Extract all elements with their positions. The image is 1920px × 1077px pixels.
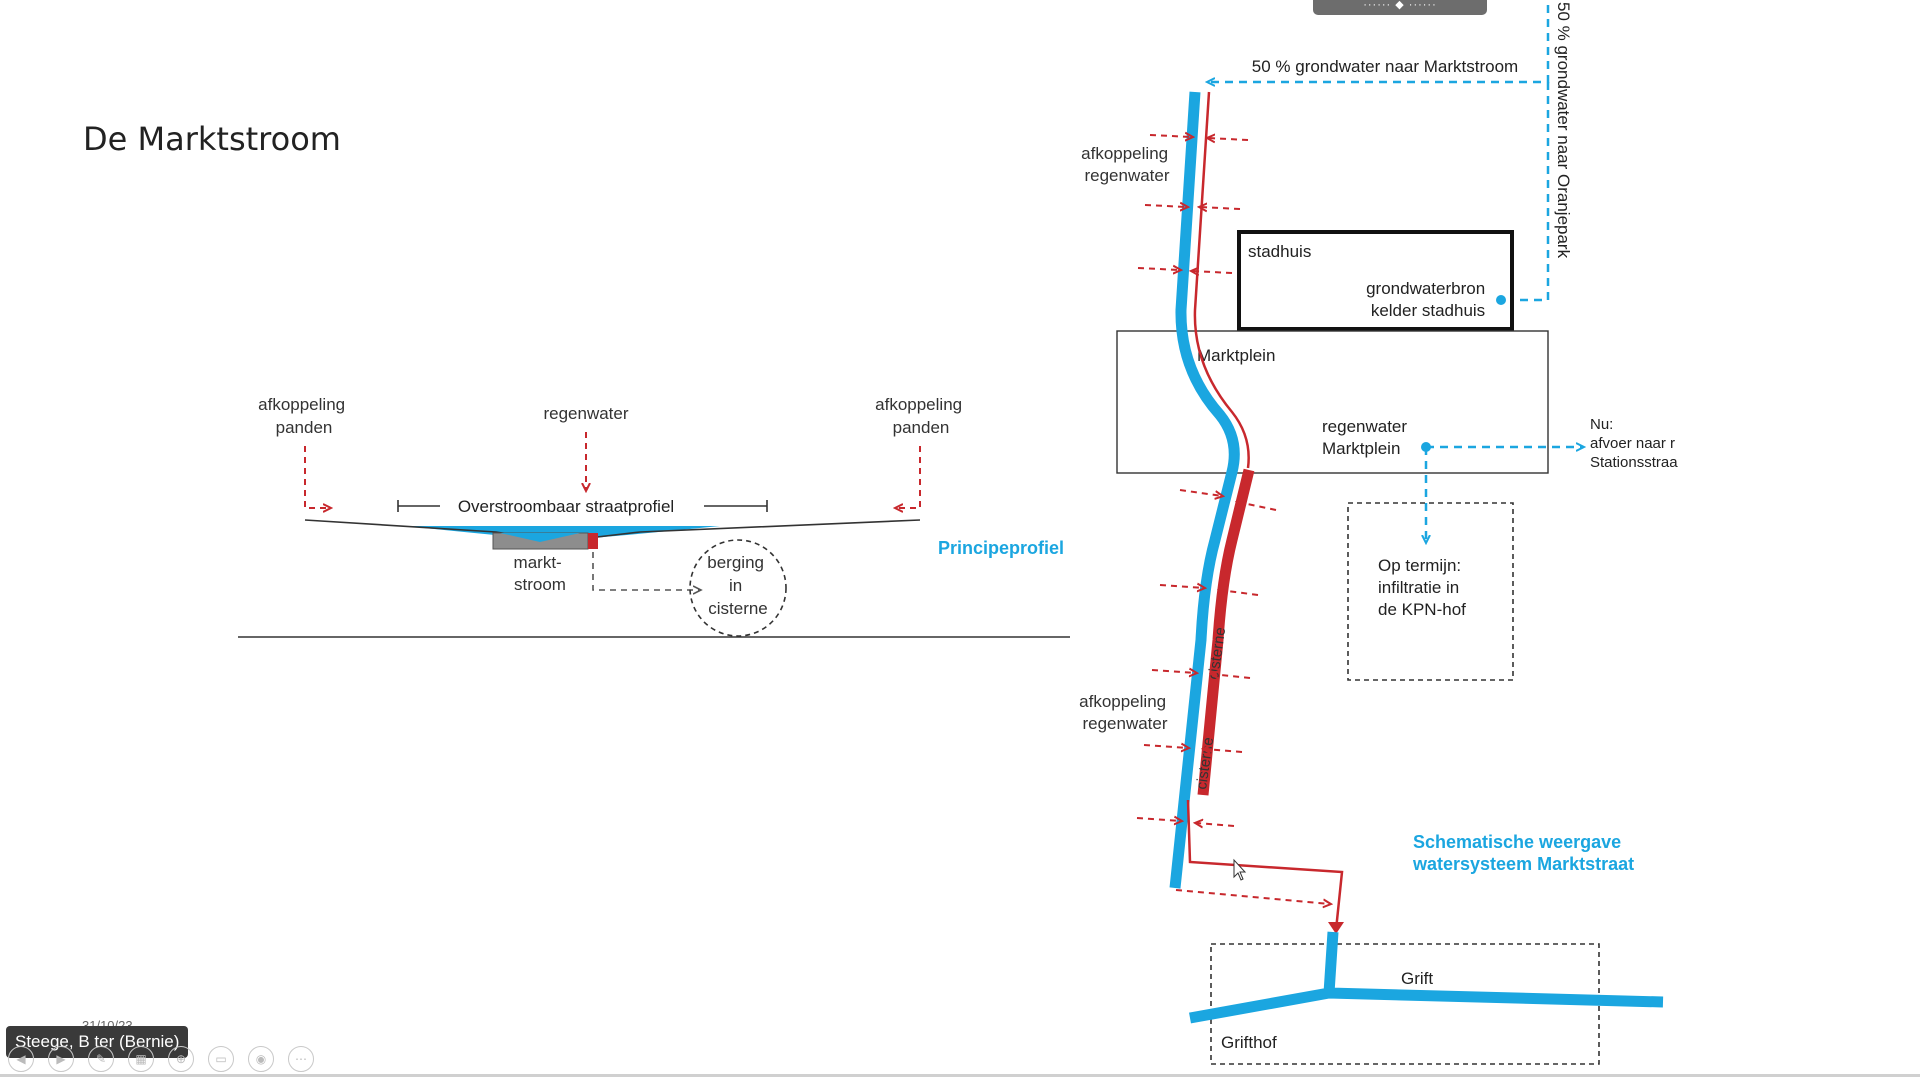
label-nu: Nu: afvoer naar r Stationsstraa — [1590, 416, 1679, 471]
label-groundwater-vertical: 50 % grondwater naar Oranjepark — [1554, 2, 1573, 259]
label-op-termijn: Op termijn: infiltratie in de KPN-hof — [1378, 556, 1466, 619]
more-options-icon[interactable]: ⋯ — [288, 1046, 314, 1072]
caption-principeprofiel: Principeprofiel — [938, 538, 1064, 558]
arrow-afkoppeling-left — [304, 446, 330, 508]
camera-icon[interactable]: ◉ — [248, 1046, 274, 1072]
arrow-afkoppeling-right — [896, 446, 921, 508]
bottom-border — [0, 1074, 1920, 1077]
pen-icon[interactable]: ✎ — [88, 1046, 114, 1072]
afkoppeling-arrows-right — [1192, 138, 1277, 826]
marktstroom-red-line — [1193, 91, 1250, 469]
label-stadhuis: stadhuis — [1248, 242, 1311, 261]
overflow-red-line — [1186, 799, 1344, 931]
cistern-red-band — [1197, 468, 1255, 796]
overflow-red-arrowhead — [1328, 922, 1344, 934]
slides-grid-icon[interactable]: ▦ — [128, 1046, 154, 1072]
stadhuis-box — [1237, 230, 1514, 331]
label-regenwater: regenwater — [543, 404, 628, 423]
label-grondwaterbron: grondwaterbron kelder stadhuis — [1366, 279, 1490, 320]
mouse-cursor-icon — [1233, 858, 1247, 881]
schematic-water-system: 50 % grondwater naar Marktstroom 50 % gr… — [1079, 2, 1679, 1065]
arrow-to-berging — [592, 552, 700, 590]
label-cisterne-1: cisterne — [1205, 626, 1229, 680]
label-marktstroom: markt- stroom — [514, 553, 567, 594]
label-afkoppeling-top: afkoppeling regenwater — [1081, 144, 1173, 185]
slide-title: De Marktstroom — [83, 120, 341, 158]
label-grift: Grift — [1401, 969, 1433, 988]
principle-profile: afkoppeling panden regenwater afkoppelin… — [238, 395, 1070, 638]
marktplein-box — [1116, 330, 1549, 474]
label-afkoppeling-left: afkoppeling panden — [258, 395, 350, 437]
subtitles-icon[interactable]: ▭ — [208, 1046, 234, 1072]
top-presenter-control[interactable]: ······ ◆ ······ — [1313, 0, 1487, 15]
label-afkoppeling-right: afkoppeling panden — [875, 395, 967, 437]
slide-toolbar: ◀ ▶ ✎ ▦ ⊕ ▭ ◉ ⋯ — [8, 1046, 314, 1072]
label-groundwater-top: 50 % grondwater naar Marktstroom — [1252, 57, 1518, 76]
next-slide-icon[interactable]: ▶ — [48, 1046, 74, 1072]
prev-slide-icon[interactable]: ◀ — [8, 1046, 34, 1072]
overflow-red-dashed — [1175, 889, 1330, 904]
label-berging: berging in cisterne — [707, 553, 768, 618]
label-afkoppeling-bottom: afkoppeling regenwater — [1079, 692, 1171, 733]
label-regenwater-marktplein: regenwater Marktplein — [1322, 417, 1412, 458]
afkoppeling-arrows-left — [1136, 135, 1222, 821]
label-marktplein: Marktplein — [1197, 346, 1275, 365]
kpn-hof-box — [1347, 502, 1514, 681]
caption-schematisch: Schematische weergave watersysteem Markt… — [1412, 832, 1634, 874]
marktstroom-cistern — [588, 533, 598, 549]
grift-box — [1210, 943, 1600, 1065]
label-grifthof: Grifthof — [1221, 1033, 1277, 1052]
berging-circle — [689, 539, 787, 637]
grondwaterbron-dot — [1496, 295, 1506, 305]
groundwater-line-vertical — [1502, 82, 1550, 302]
marktstroom-blue-line — [1169, 91, 1240, 889]
zoom-icon[interactable]: ⊕ — [168, 1046, 194, 1072]
label-cisterne-2: cisterne — [1193, 736, 1217, 790]
label-overstroombaar: Overstroombaar straatprofiel — [458, 497, 674, 516]
grift-water — [1189, 931, 1664, 1024]
